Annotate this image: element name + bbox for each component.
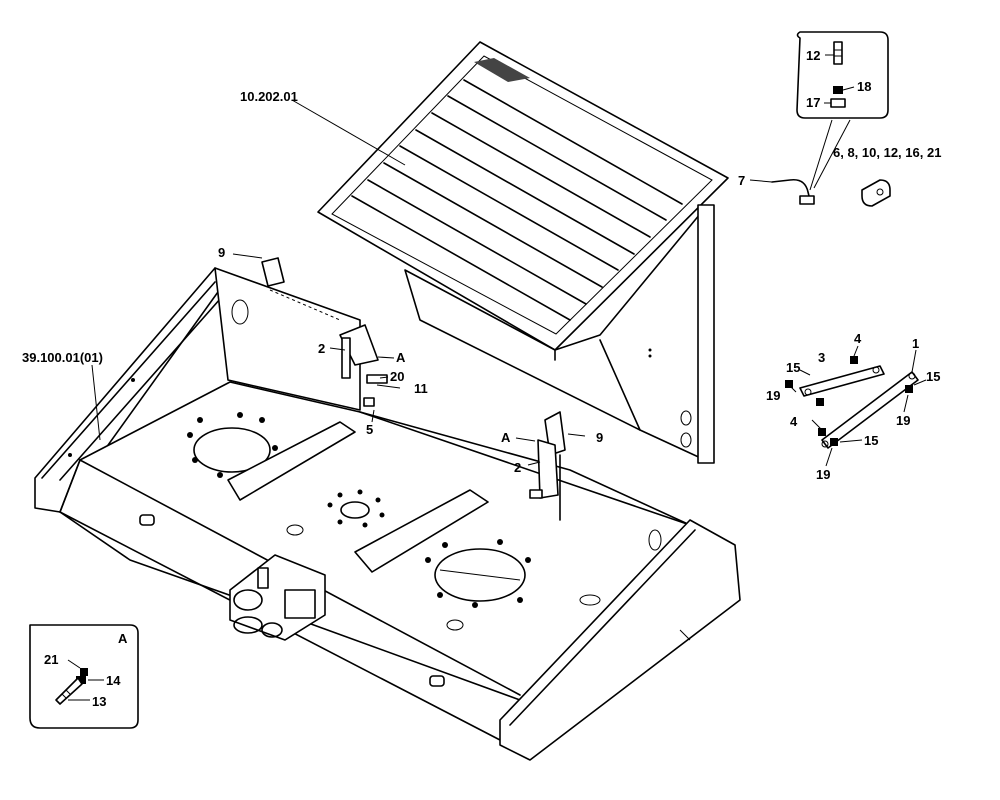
part-number: 15: [786, 360, 800, 375]
part-number: 5: [366, 422, 373, 437]
part-number: 15: [864, 433, 878, 448]
part-number: 1: [912, 336, 919, 351]
part-number: 18: [857, 79, 871, 94]
part-number: 2: [514, 460, 521, 475]
base-frame: [34, 267, 741, 761]
brackets: [261, 257, 566, 499]
part-number: 2: [318, 341, 325, 356]
part-number: 11: [414, 381, 428, 396]
part-number: 19: [896, 413, 910, 428]
part-number: 19: [766, 388, 780, 403]
part-number: 4: [790, 414, 798, 429]
label-bolt-group: 6, 8, 10, 12, 16, 21: [833, 145, 941, 160]
grate-assembly: [317, 41, 729, 464]
label-layer: 10.202.01 39.100.01(01) 6, 8, 10, 12, 16…: [22, 48, 941, 709]
label-detail-a-title: A: [118, 631, 128, 646]
part-number: 9: [218, 245, 225, 260]
part-number: 15: [926, 369, 940, 384]
part-number: 12: [806, 48, 820, 63]
label-callout-a-left: A: [501, 430, 511, 445]
part-number: 14: [106, 673, 121, 688]
part-number: 9: [596, 430, 603, 445]
label-callout-a-center: A: [396, 350, 406, 365]
label-grate: 10.202.01: [240, 89, 298, 104]
part-number: 17: [806, 95, 820, 110]
part-number: 21: [44, 652, 58, 667]
label-frame-ref: 39.100.01(01): [22, 350, 103, 365]
part-number: 20: [390, 369, 404, 384]
part-number: 7: [738, 173, 745, 188]
part-number: 13: [92, 694, 106, 709]
leader-lines: [67, 54, 927, 701]
handle-detail: [771, 31, 891, 207]
part-number: 19: [816, 467, 830, 482]
part-number: 3: [818, 350, 825, 365]
linkage: [785, 356, 919, 449]
detail-a: [29, 624, 139, 729]
part-number: 4: [854, 331, 862, 346]
